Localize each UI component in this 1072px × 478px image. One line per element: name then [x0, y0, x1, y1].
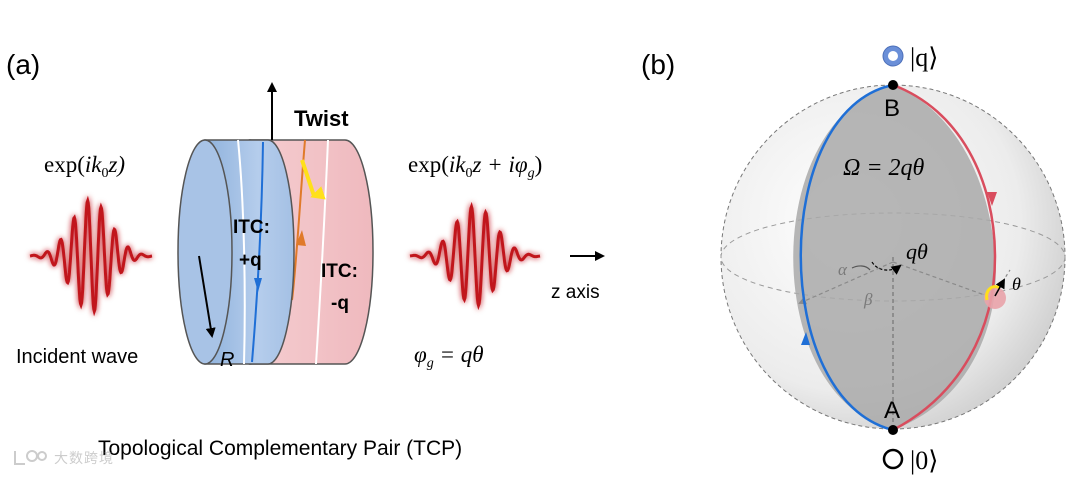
outgoing-wave-packet: [409, 201, 541, 311]
incident-wave-packet: [29, 195, 153, 317]
q-state-icon-center: [888, 51, 898, 61]
incident-phase-formula: exp(ik0z): [44, 152, 125, 181]
panel-b: (b) |q⟩ |0⟩ B A: [641, 43, 1066, 475]
incident-wave-label: Incident wave: [16, 346, 138, 368]
pole-a-point: [888, 425, 898, 435]
outgoing-phase-formula: exp(ik0z + iφg): [408, 152, 542, 181]
itc-plus-path-arrow: [254, 278, 262, 292]
incident-wave: [0, 195, 202, 317]
sphere-y-axis: [892, 261, 991, 298]
itc-minus-label-2: -q: [331, 293, 349, 314]
theta-label: θ: [1012, 274, 1021, 294]
blue-meridian-path: [799, 83, 894, 432]
itc-plus-label-2: +q: [239, 250, 262, 271]
beta-label: β: [863, 290, 873, 309]
alpha-label: α: [838, 260, 848, 279]
point-a-label: A: [884, 397, 900, 424]
geometric-phase-formula: φg = qθ: [414, 342, 484, 371]
itc-plus-label-1: ITC:: [233, 217, 270, 238]
q-theta-label: qθ: [906, 239, 928, 264]
itc-minus-path-arrow: [296, 230, 306, 246]
itc-plus-path: [251, 141, 264, 363]
blue-path-arrow: [801, 332, 810, 345]
watermark-logo-icon: [14, 450, 47, 465]
alpha-arc: [851, 265, 871, 271]
tcp-cylinders: [177, 139, 374, 365]
q-theta-rotation-arc: [871, 261, 902, 275]
pole-b-point: [888, 80, 898, 90]
radius-arrow: [198, 255, 216, 338]
watermark: 大数跨境: [12, 447, 114, 469]
panel-a-label: (a): [6, 49, 40, 80]
itc-plus-cylinder-face: [177, 139, 233, 365]
theta-reference-line: [992, 269, 1011, 298]
twist-label: Twist: [294, 106, 349, 131]
tcp-caption: Topological Complementary Pair (TCP): [98, 437, 462, 460]
theta-arrow: [994, 278, 1005, 297]
sphere-x-axis: [798, 261, 894, 305]
panel-b-label: (b): [641, 49, 675, 80]
twist-rotation-arrow: [300, 159, 326, 200]
shaded-solid-angle-region: [793, 85, 996, 430]
red-path-arrow: [987, 192, 997, 206]
itc-minus-label-1: ITC:: [321, 261, 358, 282]
bottom-ket-label: |0⟩: [910, 446, 938, 475]
watermark-text: 大数跨境: [54, 451, 114, 467]
state-marker: [984, 287, 1006, 309]
zero-state-icon: [882, 448, 904, 470]
itc-minus-white-line: [315, 139, 329, 365]
solid-angle-formula: Ω = 2qθ: [843, 155, 925, 181]
z-axis-label: z axis: [551, 282, 600, 303]
top-ket-label: |q⟩: [910, 43, 938, 72]
panel-a: (a) Twist ITC:: [0, 49, 605, 460]
itc-plus-white-line: [237, 139, 246, 365]
outgoing-wave: [370, 201, 605, 311]
point-b-label: B: [884, 95, 900, 122]
red-meridian-path: [892, 83, 997, 432]
radius-label: R: [220, 349, 234, 371]
